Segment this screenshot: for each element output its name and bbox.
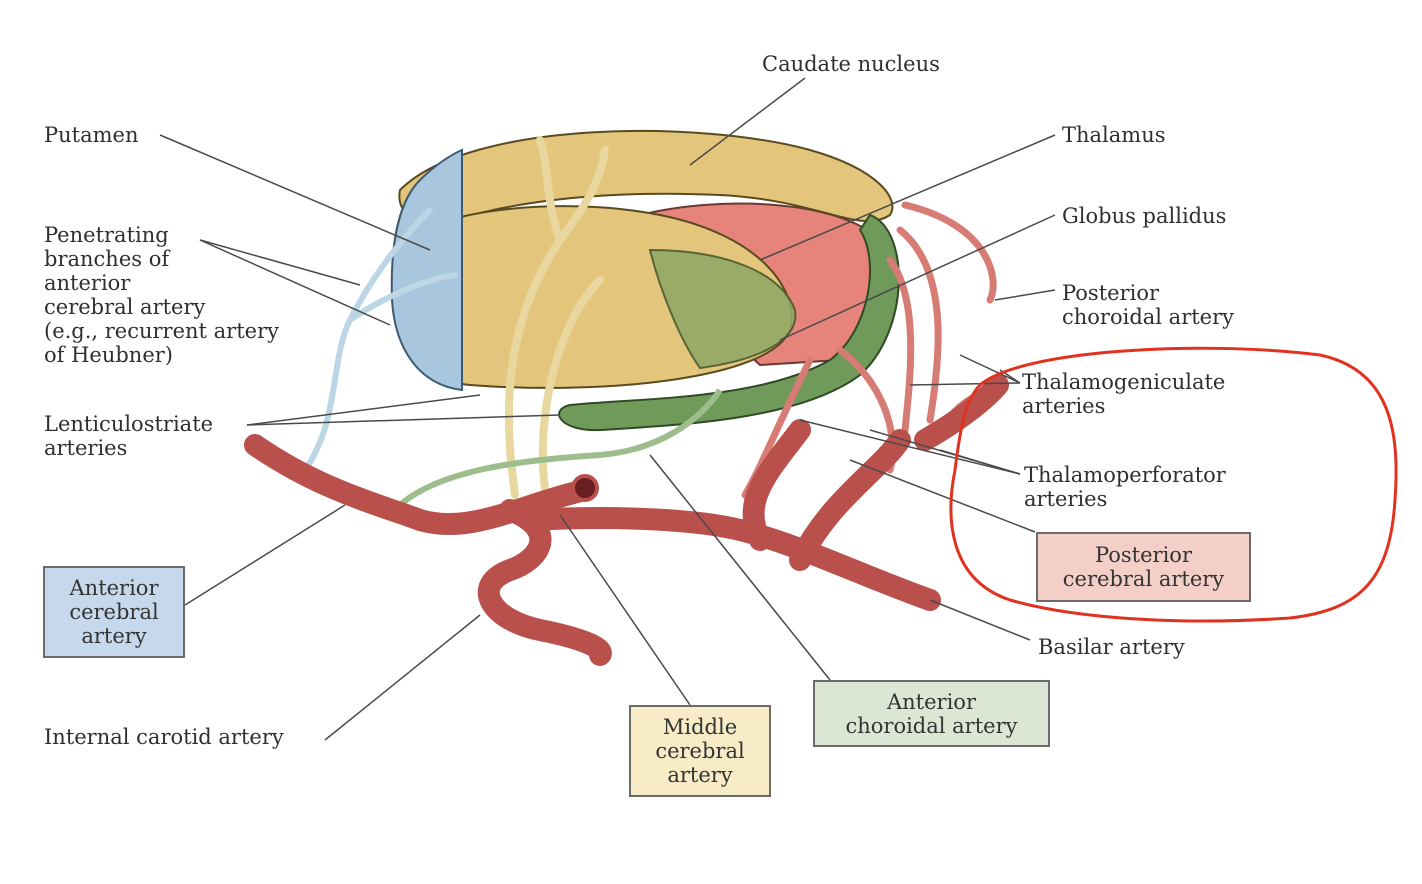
anterior-cerebral-box: Anterior cerebral artery <box>43 566 185 658</box>
posterior-choroidal-label: Posterior choroidal artery <box>1062 281 1235 329</box>
caudate-nucleus-label: Caudate nucleus <box>762 52 940 76</box>
posterior-cerebral-box: Posterior cerebral artery <box>1036 532 1251 602</box>
leader-lines <box>159 77 1056 741</box>
highlight-ellipse <box>949 346 1398 623</box>
lenticulostriate-label: Lenticulostriate arteries <box>44 412 214 460</box>
internal-carotid-label: Internal carotid artery <box>44 725 284 749</box>
anterior-choroidal-loop-illustration <box>398 388 723 508</box>
thalamogeniculate-label: Thalamogeniculate arteries <box>1022 370 1226 418</box>
penetrating-aca-branches-illustration <box>302 207 458 473</box>
globus-pallidus-label: Globus pallidus <box>1062 204 1227 228</box>
middle-cerebral-box: Middle cerebral artery <box>629 705 771 797</box>
penetrating-branches-label: Penetrating branches of anterior cerebra… <box>44 223 279 367</box>
thalamus-label: Thalamus <box>1062 123 1166 147</box>
anterior-choroidal-box: Anterior choroidal artery <box>813 680 1050 747</box>
caudate-nucleus-illustration <box>398 129 894 225</box>
putamen-label: Putamen <box>44 123 139 147</box>
basilar-label: Basilar artery <box>1038 635 1185 659</box>
thalamoperforator-label: Thalamoperforator arteries <box>1024 463 1226 511</box>
globus-pallidus-illustration <box>648 248 797 370</box>
